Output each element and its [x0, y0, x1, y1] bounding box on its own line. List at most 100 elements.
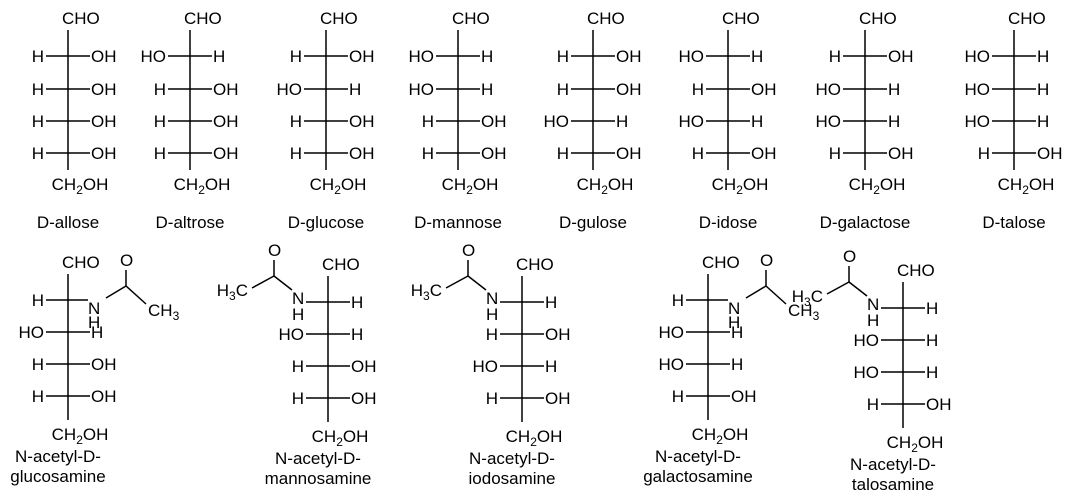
substituent-oh: OH — [888, 144, 914, 163]
h3c-tail: C — [811, 287, 823, 306]
ch2oh-tail: OH — [83, 425, 109, 444]
substituent-h: H — [829, 47, 841, 66]
substituent-oh: OH — [616, 80, 642, 99]
carbonyl-oxygen: O — [268, 241, 281, 260]
substituent-h: H — [692, 80, 704, 99]
substituent-h: H — [545, 293, 557, 312]
substituent-h: H — [486, 325, 498, 344]
substituent-h: H — [926, 299, 938, 318]
sugar-name: D-talose — [982, 213, 1045, 232]
substituent-ho: HO — [19, 323, 45, 342]
substituent-oh: OH — [349, 112, 375, 131]
ch2oh-label: CH2OH — [577, 175, 634, 197]
substituent-h: H — [154, 112, 166, 131]
substituent-oh: OH — [213, 112, 239, 131]
amide-bond — [105, 285, 127, 299]
ch3-main: CH — [148, 301, 173, 320]
ch2oh-main: CH — [887, 433, 912, 452]
aldehyde-label: CHO — [516, 255, 554, 274]
acetyl-bond — [251, 275, 275, 289]
substituent-h: H — [32, 387, 44, 406]
substituent-ho: HO — [409, 80, 435, 99]
ch2oh-subscript: 2 — [530, 435, 537, 449]
sugar-name-line2: iodosamine — [469, 469, 556, 488]
substituent-oh: OH — [91, 387, 117, 406]
substituent-ho: HO — [544, 112, 570, 131]
substituent-oh: OH — [545, 325, 571, 344]
substituent-oh: OH — [481, 144, 507, 163]
ch2oh-subscript: 2 — [466, 183, 473, 197]
ch2oh-label: CH2OH — [52, 175, 109, 197]
acetyl-bond — [125, 285, 147, 305]
ch2oh-label: CH2OH — [849, 175, 906, 197]
h3c-label: H3C — [217, 281, 248, 303]
sugar-name: D-mannose — [414, 213, 502, 232]
ch2oh-subscript: 2 — [76, 183, 83, 197]
aldehyde-label: CHO — [859, 9, 897, 28]
sugar-name-line2: galactosamine — [643, 467, 753, 486]
substituent-h: H — [557, 144, 569, 163]
carbonyl-oxygen: O — [462, 241, 475, 260]
substituent-ho: HO — [965, 80, 991, 99]
ch2oh-tail: OH — [880, 175, 906, 194]
ch2oh-label: CH2OH — [310, 175, 367, 197]
substituent-h: H — [616, 112, 628, 131]
substituent-ho: HO — [409, 47, 435, 66]
nitrogen-label: N — [292, 289, 304, 308]
amide-bond — [273, 275, 293, 291]
nitrogen-label: N — [728, 299, 740, 318]
ch2oh-subscript: 2 — [336, 435, 343, 449]
h3c-label: H3C — [411, 281, 442, 303]
substituent-h: H — [978, 144, 990, 163]
substituent-h: H — [349, 80, 361, 99]
ch2oh-subscript: 2 — [334, 183, 341, 197]
h3c-lead: H — [411, 281, 423, 300]
substituent-h: H — [213, 47, 225, 66]
carbonyl-oxygen: O — [120, 251, 133, 270]
aldehyde-label: CHO — [322, 255, 360, 274]
ch2oh-label: CH2OH — [506, 427, 563, 449]
ch2oh-subscript: 2 — [716, 433, 723, 447]
ch2oh-main: CH — [174, 175, 199, 194]
aldehyde-label: CHO — [897, 261, 935, 280]
ch2oh-main: CH — [998, 175, 1023, 194]
substituent-h: H — [91, 323, 103, 342]
ch2oh-label: CH2OH — [312, 427, 369, 449]
substituent-ho: HO — [679, 47, 705, 66]
aldehyde-label: CHO — [1008, 9, 1046, 28]
substituent-ho: HO — [854, 331, 880, 350]
carbonyl-oxygen: O — [760, 251, 773, 270]
substituent-h: H — [481, 47, 493, 66]
ch2oh-main: CH — [312, 427, 337, 446]
ch3-label: CH3 — [148, 301, 180, 323]
substituent-h: H — [867, 395, 879, 414]
ch2oh-main: CH — [52, 425, 77, 444]
ch2oh-subscript: 2 — [1022, 183, 1029, 197]
nitrogen-label: N — [486, 289, 498, 308]
sugar-name: D-glucose — [288, 213, 365, 232]
substituent-oh: OH — [213, 144, 239, 163]
substituent-h: H — [692, 144, 704, 163]
substituent-ho: HO — [277, 80, 303, 99]
ch2oh-tail: OH — [743, 175, 769, 194]
substituent-h: H — [731, 323, 743, 342]
aldehyde-label: CHO — [184, 9, 222, 28]
substituent-oh: OH — [91, 47, 117, 66]
substituent-oh: OH — [213, 80, 239, 99]
substituent-ho: HO — [679, 112, 705, 131]
substituent-h: H — [481, 80, 493, 99]
h3c-lead: H — [217, 281, 229, 300]
ch2oh-label: CH2OH — [174, 175, 231, 197]
substituent-h: H — [32, 112, 44, 131]
substituent-oh: OH — [91, 355, 117, 374]
substituent-h: H — [32, 355, 44, 374]
substituent-h: H — [32, 47, 44, 66]
substituent-oh: OH — [351, 357, 377, 376]
